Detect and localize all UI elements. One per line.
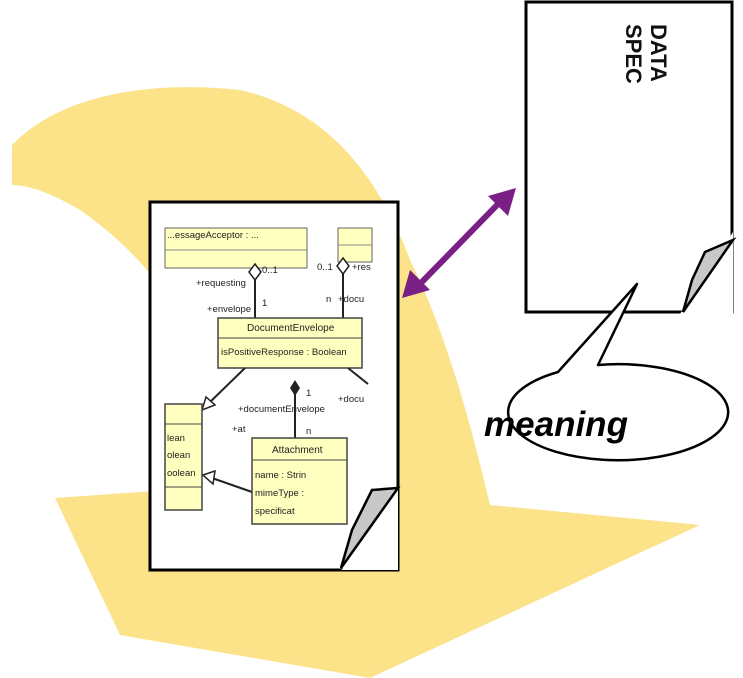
data-spec-line2: SPEC [621,24,646,84]
uml-document-fold [341,488,398,570]
multiplicity-top-right: 0..1 [317,262,333,273]
multiplicity-01: 0..1 [262,265,278,276]
arrowhead-right [488,188,516,216]
left-class-attr-2: olean [167,450,190,461]
role-docu: +docu [338,294,364,305]
callout-bubble [506,282,730,462]
uml-diagram-image: ...essageAcceptor : ... +requesting 0..1… [164,227,373,525]
role-requesting: +requesting [196,278,246,289]
uml-class-left-partial [164,403,203,511]
callout-text: meaning [484,405,628,444]
uml-class-attachment [251,437,348,525]
uml-class-document-envelope [217,317,363,369]
data-spec-line1: DATA [646,24,671,82]
aggregation-diamond [336,256,350,276]
multiplicity-n2: n [306,426,311,437]
multiplicity-1b: 1 [306,388,311,399]
bidirectional-link-arrow [402,188,516,298]
uml-document: ...essageAcceptor : ... +requesting 0..1… [148,200,401,572]
role-docu2: +docu [338,394,364,405]
role-envelope: +envelope [207,304,251,315]
uml-class-top-left-label: ...essageAcceptor : ... [167,230,259,241]
data-spec-document: DATA SPEC [524,0,737,314]
meaning-callout: meaning [484,282,730,462]
attachment-attr-2: mimeType : [255,488,304,499]
data-spec-page [524,0,734,314]
generalization-arrowhead [201,469,216,486]
left-class-attr-3: oolean [167,468,196,479]
role-res: +res [352,262,371,273]
document-envelope-attribute: isPositiveResponse : Boolean [221,347,347,358]
composition-diamond [290,380,300,396]
attachment-attr-3: specificat [255,506,295,517]
multiplicity-n: n [326,294,331,305]
arrowhead-left [402,270,430,298]
attachment-name: Attachment [272,445,323,456]
role-documentenvelope: +documentEnvelope [238,404,325,415]
aggregation-diamond [248,262,262,282]
attachment-attr-1: name : Strin [255,470,306,481]
uml-class-top-left [164,227,308,269]
document-envelope-name: DocumentEnvelope [247,323,335,334]
uml-document-fold-shadow [339,486,401,569]
role-at: +at [232,424,246,435]
multiplicity-1: 1 [262,298,267,309]
generalization-arrowhead [200,395,217,412]
left-class-attr-1: lean [167,433,185,444]
data-spec-fold-shadow [681,237,737,313]
